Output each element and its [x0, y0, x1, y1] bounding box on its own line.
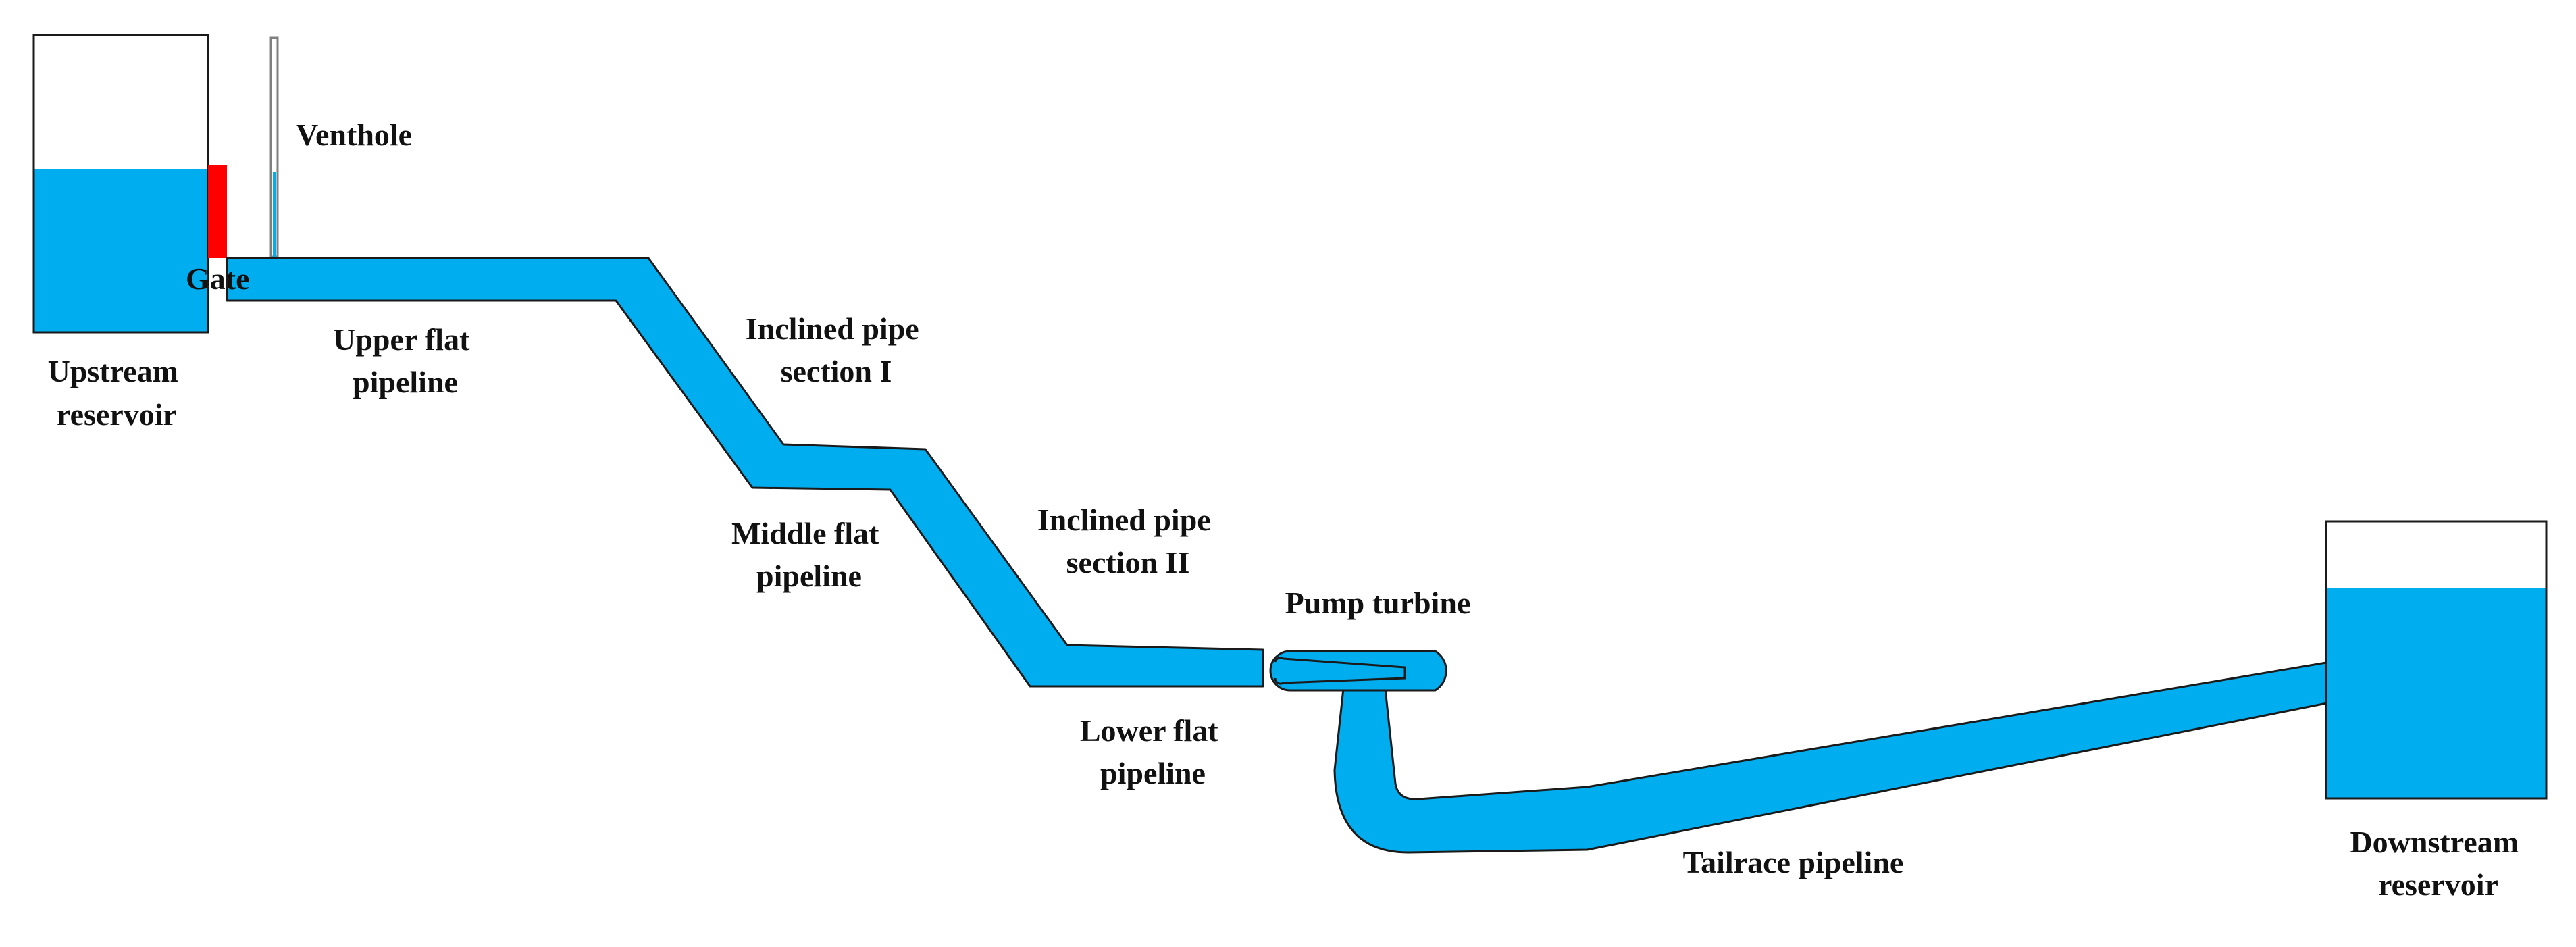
pump-turbine: [1269, 650, 1447, 692]
pump-turbine-casing: [1269, 650, 1447, 692]
venthole: [269, 36, 279, 259]
upstream-reservoir-water: [34, 169, 208, 332]
label-gate: Gate: [186, 261, 250, 296]
label-tailrace-pipeline: Tailrace pipeline: [1683, 845, 1904, 879]
penstock-pipeline: [226, 257, 1264, 688]
upstream-reservoir: [32, 34, 209, 334]
label-middle-flat-pipeline: Middle flat pipeline: [731, 516, 887, 593]
tailrace-pipeline: [1333, 661, 2332, 854]
label-upper-flat-pipeline: Upper flat pipeline: [333, 322, 478, 399]
downstream-reservoir-water: [2326, 588, 2546, 798]
pump-turbine-runner: [1274, 657, 1406, 685]
label-downstream-reservoir: Downstream reservoir: [2350, 825, 2526, 902]
label-lower-flat-pipeline: Lower flat pipeline: [1080, 713, 1226, 790]
downstream-reservoir-tank: [2325, 520, 2548, 800]
label-venthole: Venthole: [296, 118, 412, 152]
label-pump-turbine: Pump turbine: [1285, 586, 1471, 620]
venthole-water: [273, 172, 276, 259]
label-inclined-pipe-section-1: Inclined pipe section I: [746, 311, 927, 388]
label-upstream-reservoir: Upstream reservoir: [48, 354, 186, 432]
downstream-reservoir: [2325, 520, 2548, 800]
gate: [208, 165, 227, 258]
label-inclined-pipe-section-2: Inclined pipe section II: [1037, 503, 1218, 580]
